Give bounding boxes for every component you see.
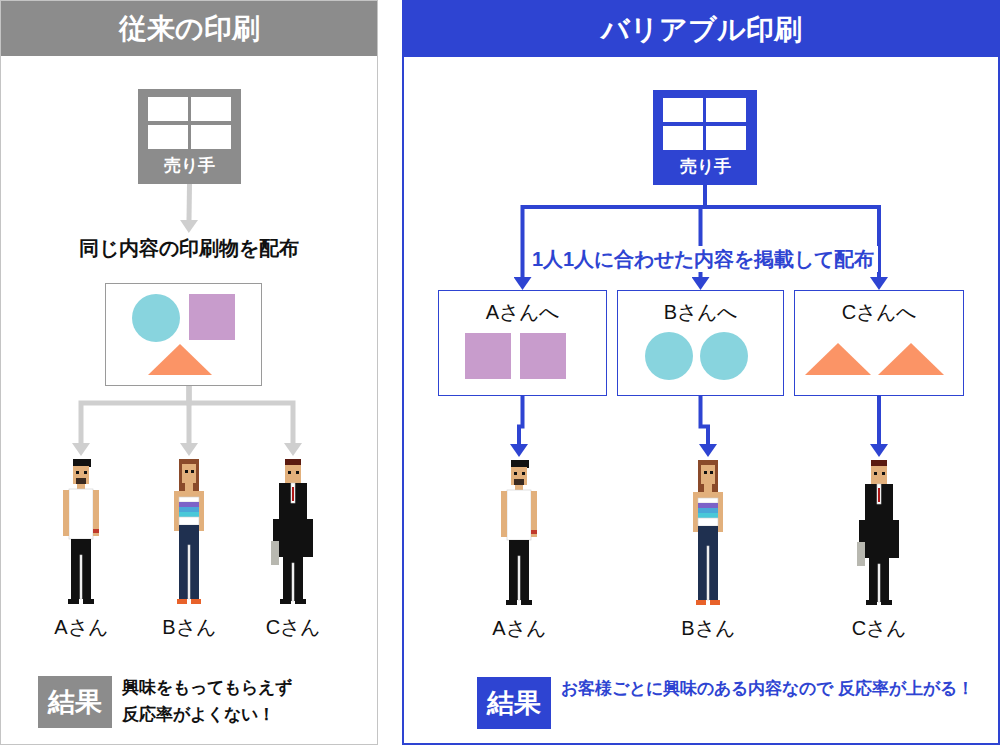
target-node: Bさんへ bbox=[617, 290, 784, 396]
person-node: Cさん bbox=[248, 456, 338, 641]
person-node: Aさん bbox=[474, 457, 564, 642]
result-text: お客様ごとに興味のある内容なので 反応率が上がる！ bbox=[561, 675, 997, 702]
person-node: Bさん bbox=[144, 456, 234, 641]
panel-header: 従来の印刷 bbox=[1, 1, 377, 56]
person-name: Bさん bbox=[144, 614, 234, 640]
triangle-shape bbox=[805, 343, 871, 375]
flow-arrow bbox=[187, 184, 193, 220]
person-figure bbox=[857, 460, 901, 606]
distribution-heading: 1人1人に合わせた内容を掲載して配布 bbox=[528, 246, 878, 272]
seller-label: 売り手 bbox=[653, 154, 757, 180]
flow-arrow bbox=[189, 386, 293, 443]
circle-shape bbox=[700, 332, 748, 380]
seller-label: 売り手 bbox=[138, 153, 241, 179]
square-shape bbox=[465, 333, 511, 379]
person-node: Cさん bbox=[834, 457, 924, 642]
result-node: 結果興味をもってもらえず 反応率がよくない！ bbox=[38, 674, 373, 730]
flow-arrow bbox=[877, 396, 881, 444]
person-name: Cさん bbox=[248, 614, 338, 640]
circle-shape bbox=[645, 332, 693, 380]
panel-node: バリアブル印刷売り手 Aさんへ Bさんへ Cさんへ Aさん Bさん Cさん結果お客様ごとに興… bbox=[402, 0, 1000, 745]
person-figure bbox=[497, 460, 541, 606]
person-node: Bさん bbox=[663, 457, 753, 642]
person-figure bbox=[686, 460, 730, 606]
flow-arrow bbox=[81, 386, 189, 443]
person-name: Aさん bbox=[36, 614, 126, 640]
sheet-shapes bbox=[106, 284, 260, 384]
result-badge: 結果 bbox=[477, 677, 551, 729]
content-node: 同じ内容の印刷物を配布 bbox=[33, 233, 345, 386]
person-figure bbox=[167, 459, 211, 605]
person-name: Aさん bbox=[474, 615, 564, 641]
person-name: Cさん bbox=[834, 615, 924, 641]
square-shape bbox=[520, 333, 566, 379]
target-label: Cさんへ bbox=[795, 291, 963, 325]
result-node: 結果お客様ごとに興味のある内容なので 反応率が上がる！ bbox=[477, 675, 997, 731]
target-label: Bさんへ bbox=[618, 291, 783, 325]
flow-arrow bbox=[701, 396, 709, 444]
person-figure bbox=[59, 459, 103, 605]
panel-header: バリアブル印刷 bbox=[404, 2, 998, 57]
result-text: 興味をもってもらえず 反応率がよくない！ bbox=[122, 674, 373, 728]
result-badge: 結果 bbox=[38, 676, 112, 728]
seller-node: 売り手 bbox=[653, 90, 757, 185]
person-node: Aさん bbox=[36, 456, 126, 641]
panel-node: 従来の印刷売り手同じ内容の印刷物を配布 Aさん Bさん Cさん結果興味をもってもらえず… bbox=[0, 0, 378, 745]
triangle-shape bbox=[878, 343, 944, 375]
target-label: Aさんへ bbox=[439, 291, 606, 325]
target-node: Aさんへ bbox=[438, 290, 607, 396]
seller-node: 売り手 bbox=[138, 89, 241, 184]
window-icon bbox=[138, 89, 241, 153]
person-figure bbox=[271, 459, 315, 605]
printed-sheet bbox=[105, 283, 262, 386]
target-node: Cさんへ bbox=[794, 290, 964, 396]
person-name: Bさん bbox=[663, 615, 753, 641]
flow-arrow bbox=[519, 396, 523, 444]
window-icon bbox=[653, 90, 757, 154]
content-heading: 同じ内容の印刷物を配布 bbox=[33, 233, 345, 263]
